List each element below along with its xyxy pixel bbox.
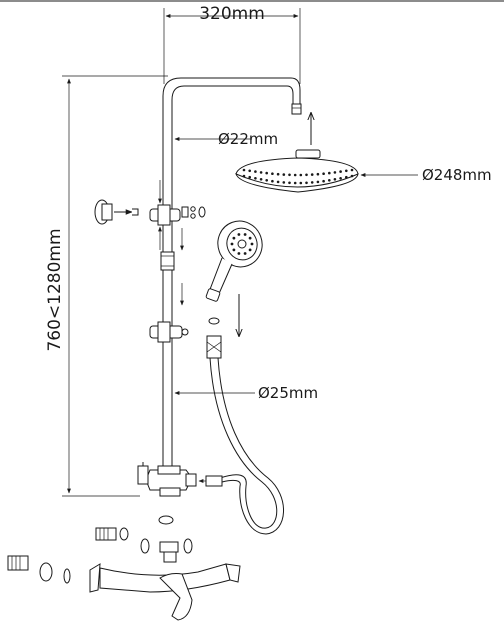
nozzle-dot xyxy=(333,178,337,181)
hand-nozzle-dot xyxy=(248,248,252,252)
nozzle-dot xyxy=(242,174,246,178)
hand-nozzle-dot xyxy=(237,252,241,255)
nozzle-dot xyxy=(310,173,314,176)
nozzle-dot xyxy=(254,177,257,180)
nozzle-dot xyxy=(276,180,280,184)
nozzle-dot xyxy=(305,181,308,185)
nozzle-dot xyxy=(310,181,314,184)
nozzle-dot xyxy=(242,168,246,172)
head-diameter-label: Ø248mm xyxy=(422,166,492,184)
hand-shower xyxy=(205,220,263,302)
nozzle-dot xyxy=(322,172,325,175)
width-dimension-label: 320mm xyxy=(199,4,265,24)
hand-nozzle-dot xyxy=(243,233,247,236)
nozzle-dot xyxy=(293,181,297,185)
hand-nozzle-dot xyxy=(230,242,234,246)
nozzle-dot xyxy=(288,173,291,177)
pipe-joint xyxy=(160,251,175,271)
nozzle-dot xyxy=(271,179,274,183)
height-dimension: 760<1280mm xyxy=(45,75,168,497)
nozzle-dot xyxy=(316,172,320,176)
mixer-washer xyxy=(158,515,174,525)
lower-slider xyxy=(149,321,189,343)
hose-nut xyxy=(205,475,223,487)
nozzle-dot xyxy=(299,181,303,185)
eccentric-connector-upper xyxy=(95,527,129,541)
nozzle-dot xyxy=(339,170,342,173)
nozzle-dot xyxy=(259,178,263,181)
nozzle-dot xyxy=(248,169,251,173)
diverter-valve xyxy=(137,462,197,497)
nozzle-dot xyxy=(265,171,269,175)
width-dimension: 320mm xyxy=(163,4,301,84)
hand-nozzle-dot xyxy=(250,242,254,246)
nozzle-dot xyxy=(345,175,348,179)
hose-washer xyxy=(208,317,220,325)
nozzle-dot xyxy=(293,173,297,177)
riser-pipe xyxy=(162,77,302,470)
nozzle-dot xyxy=(322,179,325,183)
lower-pipe-callout: Ø25mm xyxy=(174,384,318,402)
head-diameter-callout: Ø248mm xyxy=(360,166,492,184)
nozzle-dot xyxy=(328,171,331,175)
nozzle-dot xyxy=(316,180,320,184)
upper-slider-holder xyxy=(149,180,206,250)
hand-nozzle-dot xyxy=(232,236,236,240)
hand-nozzle-dot xyxy=(232,248,236,252)
nozzle-dot xyxy=(328,179,331,182)
nozzle-dot xyxy=(305,173,308,177)
wall-bracket xyxy=(94,199,139,225)
nozzle-dot xyxy=(345,169,348,173)
nozzle-dot xyxy=(282,173,286,176)
nozzle-dot xyxy=(248,175,251,179)
nozzle-dot xyxy=(339,177,342,180)
eccentric-connector-lower xyxy=(7,555,71,584)
nozzle-dot xyxy=(259,171,263,174)
nozzle-dot xyxy=(276,172,280,176)
nozzle-dot xyxy=(282,181,286,184)
nozzle-dot xyxy=(350,174,354,178)
nozzle-dot xyxy=(288,181,291,185)
nozzle-dot xyxy=(265,179,269,182)
nozzle-dot xyxy=(333,171,337,174)
shower-hose xyxy=(206,335,284,535)
nozzle-dot xyxy=(299,173,303,177)
nozzle-dot xyxy=(254,170,257,173)
overhead-shower-head xyxy=(235,149,359,193)
lower-pipe-diameter-label: Ø25mm xyxy=(258,384,318,402)
nozzle-dot xyxy=(350,168,354,172)
upper-pipe-diameter-label: Ø22mm xyxy=(218,130,278,148)
mixer-top-outlet xyxy=(140,538,193,563)
hand-nozzle-dot xyxy=(248,236,252,240)
height-dimension-label: 760<1280mm xyxy=(45,228,65,351)
hand-nozzle-dot xyxy=(237,233,241,236)
hand-nozzle-dot xyxy=(243,252,247,255)
bath-mixer-body xyxy=(89,563,241,621)
nozzle-dot xyxy=(271,172,274,175)
upper-pipe-callout: Ø22mm xyxy=(174,130,278,148)
